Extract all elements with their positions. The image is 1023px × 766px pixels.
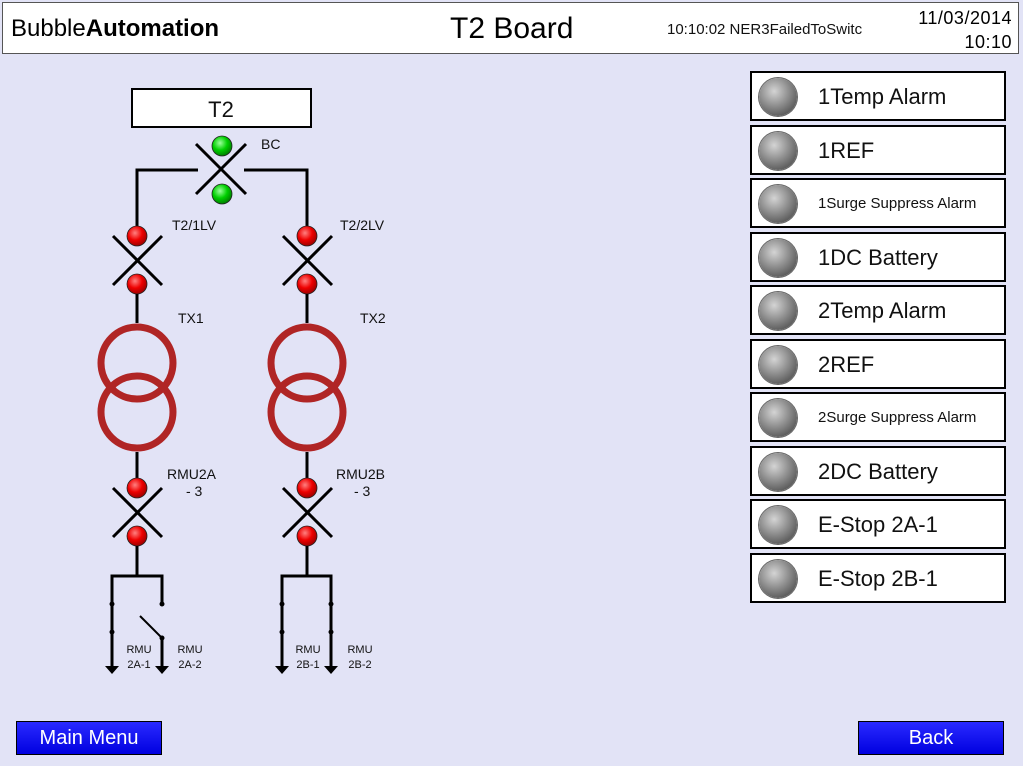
- header-bar: BubbleAutomation T2 Board 10:10:02 NER3F…: [2, 2, 1019, 54]
- alarm-item[interactable]: 1DC Battery: [750, 231, 1006, 282]
- alarm-item[interactable]: 2Temp Alarm: [750, 285, 1006, 335]
- lv-breaker-2-label: T2/2LV: [340, 217, 385, 233]
- transformer-2-label: TX2: [360, 310, 386, 326]
- outgoing-2b-2-label: RMU: [347, 644, 372, 656]
- lv-breaker-1-label: T2/1LV: [172, 217, 217, 233]
- feeder-1: T2/1LV TX1 RMU2A - 3: [97, 217, 217, 675]
- alarm-item[interactable]: 1REF: [750, 124, 1006, 175]
- alarm-indicator-icon: [759, 185, 797, 223]
- alarm-indicator-icon: [759, 452, 797, 491]
- rmu-breaker-1-label: RMU2A: [167, 466, 217, 482]
- alarm-label: 2DC Battery: [818, 458, 938, 484]
- rmu-breaker-1-sublabel: - 3: [186, 483, 203, 499]
- alarm-item[interactable]: 1Surge Suppress Alarm: [750, 178, 1006, 228]
- rmu-breaker-1[interactable]: [111, 477, 164, 547]
- outgoing-2a-1-sublabel: 2A-1: [127, 659, 150, 671]
- alarm-indicator-icon: [759, 78, 797, 116]
- alarm-indicator-icon: [759, 131, 797, 170]
- back-button[interactable]: Back: [858, 721, 1004, 755]
- outgoing-2a-2[interactable]: [139, 601, 169, 675]
- rmu-breaker-2-sublabel: - 3: [354, 483, 371, 499]
- alarm-item[interactable]: 2DC Battery: [750, 445, 1006, 496]
- brand-suffix: Automation: [85, 15, 220, 42]
- bus-coupler-breaker[interactable]: BC: [194, 135, 280, 205]
- alarm-label: 1REF: [818, 137, 875, 163]
- alarm-panel: 1Temp Alarm 1REF 1Surge Suppress Alarm 1…: [750, 71, 1006, 606]
- board-label: T2: [208, 97, 234, 122]
- alarm-item[interactable]: 1Temp Alarm: [750, 71, 1006, 121]
- bus-line-right: [244, 168, 309, 232]
- alarm-label: E-Stop 2B-1: [818, 565, 938, 591]
- latest-alarm-message: 10:10:02 NER3FailedToSwitc: [667, 21, 863, 38]
- alarm-label: E-Stop 2A-1: [818, 512, 938, 537]
- outgoing-2b-1-label: RMU: [295, 644, 320, 656]
- alarm-label: 2Surge Suppress Alarm: [818, 409, 977, 426]
- outgoing-2a-1-label: RMU: [126, 644, 151, 656]
- outgoing-2b-1-sublabel: 2B-1: [296, 659, 319, 671]
- brand-logo: BubbleAutomation: [11, 15, 219, 43]
- outgoing-2b-2[interactable]: [324, 601, 338, 675]
- outgoing-2a-2-label: RMU: [177, 644, 202, 656]
- time-display: 10:10: [964, 32, 1012, 52]
- alarm-item[interactable]: E-Stop 2A-1: [750, 499, 1006, 549]
- rmu-breaker-2[interactable]: [281, 477, 334, 547]
- outgoing-2b-1[interactable]: [275, 601, 289, 675]
- bc-status-led-bottom: [211, 183, 233, 205]
- lv-breaker-1[interactable]: [111, 225, 164, 295]
- page-title: T2 Board: [450, 12, 574, 45]
- alarm-item[interactable]: 2REF: [750, 338, 1006, 389]
- bus-line-left: [135, 168, 198, 232]
- main-menu-button[interactable]: Main Menu: [16, 721, 162, 755]
- alarm-indicator-icon: [759, 506, 797, 544]
- alarm-label: 1DC Battery: [818, 244, 938, 270]
- alarm-indicator-icon: [759, 399, 797, 437]
- alarm-label: 2Temp Alarm: [818, 298, 947, 323]
- rmu-breaker-2-label: RMU2B: [336, 466, 385, 482]
- transformer-1-label: TX1: [178, 310, 204, 326]
- alarm-item[interactable]: E-Stop 2B-1: [750, 552, 1006, 603]
- bc-status-led-top: [211, 135, 233, 157]
- board-label-box: T2: [131, 88, 312, 128]
- transformer-2: [267, 323, 347, 452]
- date-display: 11/03/2014: [918, 8, 1012, 28]
- alarm-label: 1Surge Suppress Alarm: [818, 195, 977, 212]
- alarm-indicator-icon: [759, 345, 797, 384]
- outgoing-2b-2-sublabel: 2B-2: [348, 659, 371, 671]
- alarm-indicator-icon: [759, 238, 797, 277]
- lv-breaker-2[interactable]: [281, 225, 334, 295]
- outgoing-2a-1[interactable]: [105, 601, 119, 675]
- alarm-label: 2REF: [818, 351, 875, 377]
- bc-label: BC: [261, 136, 280, 152]
- outgoing-2a-2-sublabel: 2A-2: [178, 659, 201, 671]
- alarm-indicator-icon: [759, 292, 797, 330]
- transformer-1: [97, 323, 177, 452]
- single-line-diagram: T2 BC T2/1LV TX1 RMU2A -: [97, 88, 386, 675]
- alarm-label: 1Temp Alarm: [818, 84, 947, 109]
- alarm-item[interactable]: 2Surge Suppress Alarm: [750, 392, 1006, 442]
- alarm-indicator-icon: [759, 559, 797, 598]
- brand-prefix: Bubble: [11, 15, 86, 42]
- feeder-2: T2/2LV TX2 RMU2B - 3: [267, 217, 386, 675]
